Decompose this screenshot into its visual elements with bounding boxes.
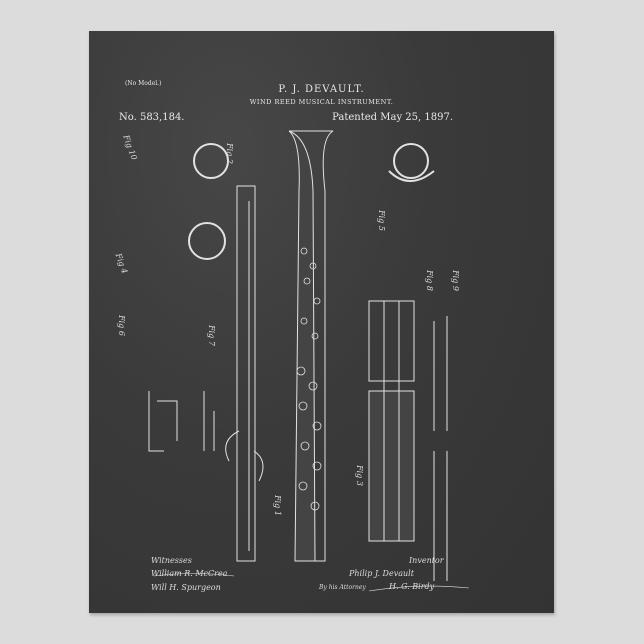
witness-signature: William R. McCrea bbox=[151, 569, 227, 578]
figure-label: Fig 2 bbox=[225, 143, 234, 164]
clarinet-fig1 bbox=[289, 131, 333, 561]
witnesses-label: Witnesses bbox=[151, 556, 192, 565]
figure-label: Fig 1 bbox=[273, 495, 282, 516]
figure-label: Fig 9 bbox=[451, 270, 460, 291]
fig8-fig9-rods bbox=[434, 316, 447, 581]
figure-label: Fig 6 bbox=[117, 315, 126, 336]
inventor-label: Inventor bbox=[409, 556, 444, 565]
fig3-tube-sections bbox=[369, 301, 414, 541]
fig6-fig7 bbox=[149, 391, 214, 451]
attorney-label: By his Attorney bbox=[319, 584, 366, 591]
figure-label: Fig 5 bbox=[377, 210, 386, 231]
inventor-signature: Philip J. Devault bbox=[349, 569, 414, 578]
figure-label: Fig 7 bbox=[207, 325, 216, 346]
fig2-side-view bbox=[226, 186, 263, 561]
attorney-signature: H. G. Birdy bbox=[389, 582, 434, 591]
witness-signature: Will H. Spurgeon bbox=[151, 583, 221, 592]
patent-poster: (No Model.) P. J. DEVAULT. WIND REED MUS… bbox=[89, 31, 554, 613]
figure-label: Fig 3 bbox=[355, 465, 364, 486]
figure-label: Fig 8 bbox=[425, 270, 434, 291]
patent-drawing bbox=[89, 31, 554, 613]
